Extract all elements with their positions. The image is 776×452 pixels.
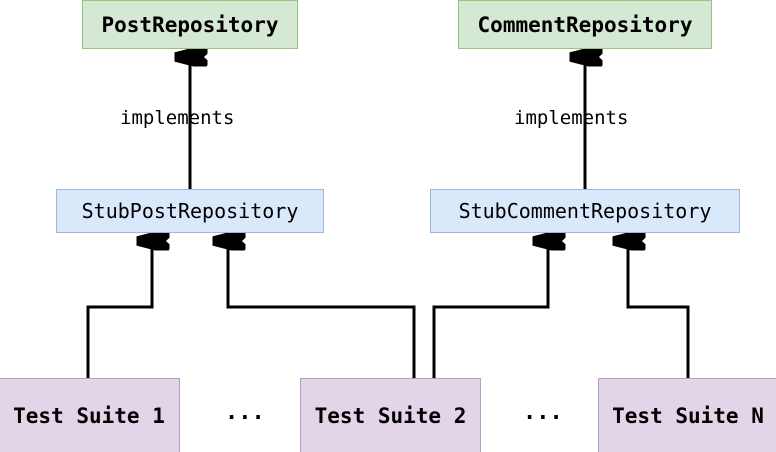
implements-label-post: implements (120, 107, 235, 129)
node-comment-repository[interactable]: CommentRepository (458, 0, 712, 49)
uses-edge-suite2-stubpost (228, 241, 416, 378)
ellipsis-right: ... (523, 400, 563, 425)
node-test-suite-1[interactable]: Test Suite 1 (0, 378, 180, 452)
node-stub-post-repository[interactable]: StubPostRepository (56, 189, 324, 233)
node-stub-comment-repository-label: StubCommentRepository (458, 199, 712, 223)
uses-edge-suite2-stubcomment (432, 241, 548, 378)
node-comment-repository-label: CommentRepository (477, 12, 693, 37)
implements-label-comment: implements (514, 107, 629, 129)
node-post-repository-label: PostRepository (101, 12, 279, 37)
ellipsis-left: ... (225, 400, 265, 425)
node-test-suite-n-label: Test Suite N (612, 404, 764, 428)
node-test-suite-2-label: Test Suite 2 (314, 404, 467, 428)
node-test-suite-2[interactable]: Test Suite 2 (300, 378, 481, 452)
node-stub-post-repository-label: StubPostRepository (81, 199, 299, 223)
node-post-repository[interactable]: PostRepository (82, 0, 298, 49)
uses-edge-suite1-stubpost (86, 241, 152, 378)
uses-edge-suiten-stubcomment (628, 241, 690, 378)
node-test-suite-1-label: Test Suite 1 (13, 404, 165, 428)
node-test-suite-n[interactable]: Test Suite N (598, 378, 776, 452)
node-stub-comment-repository[interactable]: StubCommentRepository (430, 189, 740, 233)
